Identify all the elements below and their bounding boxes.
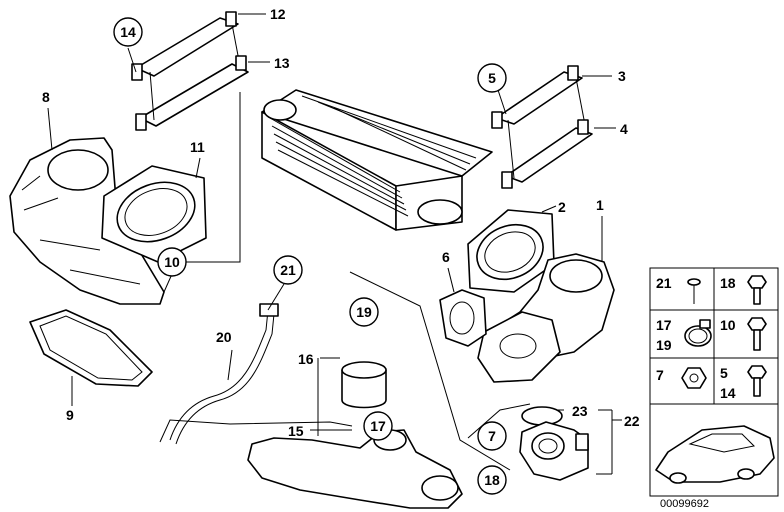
screw-icon	[687, 278, 701, 304]
callout-18: 18	[477, 465, 507, 495]
hex-bolt-icon	[747, 317, 767, 351]
hw-label-14: 14	[720, 385, 736, 401]
hw-label-5: 5	[720, 365, 728, 381]
callout-17: 17	[363, 411, 393, 441]
label-9: 9	[66, 407, 74, 423]
car-silhouette-icon	[655, 425, 775, 484]
svg-text:21: 21	[280, 262, 296, 278]
callout-7: 7	[477, 421, 507, 451]
clamp-upper-left	[131, 11, 249, 131]
leader-lines	[47, 13, 622, 475]
label-20: 20	[216, 329, 232, 345]
hw-label-18: 18	[720, 275, 736, 291]
svg-text:5: 5	[488, 70, 496, 86]
svg-text:10: 10	[164, 254, 180, 270]
hw-label-10: 10	[720, 317, 736, 333]
label-22: 22	[624, 413, 640, 429]
label-15: 15	[288, 423, 304, 439]
svg-text:19: 19	[356, 304, 372, 320]
callout-19: 19	[349, 297, 379, 327]
label-12: 12	[270, 6, 286, 22]
hex-bolt-icon	[747, 365, 767, 397]
label-16: 16	[298, 351, 314, 367]
hose-sleeve	[341, 361, 387, 409]
hex-bolt-icon	[747, 275, 767, 305]
catalog-number: 00099692	[660, 498, 709, 510]
throttle-body	[519, 421, 589, 481]
callout-21: 21	[273, 255, 303, 285]
label-2: 2	[558, 199, 566, 215]
hardware-panel: 21 18 17 19 10 7 5 14	[649, 267, 779, 497]
hex-nut-icon	[681, 367, 707, 389]
callout-14: 14	[113, 17, 143, 47]
hw-label-21: 21	[656, 275, 672, 291]
label-4: 4	[620, 121, 628, 137]
label-6: 6	[442, 249, 450, 265]
clamp-upper-right	[491, 65, 593, 189]
label-11: 11	[190, 139, 205, 155]
label-23: 23	[572, 403, 588, 419]
callout-5: 5	[477, 63, 507, 93]
air-duct	[9, 137, 165, 305]
label-13: 13	[274, 55, 290, 71]
rubber-sleeve-left	[101, 165, 207, 263]
svg-text:18: 18	[484, 472, 500, 488]
svg-text:14: 14	[120, 24, 136, 40]
callout-10: 10	[157, 247, 187, 277]
gasket	[29, 309, 153, 387]
intercooler	[261, 89, 493, 231]
hw-label-19: 19	[656, 337, 672, 353]
hose-clamp-icon	[684, 319, 712, 347]
svg-text:17: 17	[370, 418, 386, 434]
label-3: 3	[618, 68, 626, 84]
hw-label-7: 7	[656, 367, 664, 383]
rubber-sleeve-right	[467, 209, 555, 293]
vent-line	[169, 303, 279, 445]
dashed-guides	[159, 92, 531, 471]
hw-label-17: 17	[656, 317, 672, 333]
intake-pipe	[247, 429, 463, 509]
gasket-flange	[439, 289, 487, 347]
label-1: 1	[596, 197, 604, 213]
svg-text:7: 7	[488, 428, 496, 444]
label-8: 8	[42, 89, 50, 105]
throttle-adaptor	[477, 311, 561, 383]
